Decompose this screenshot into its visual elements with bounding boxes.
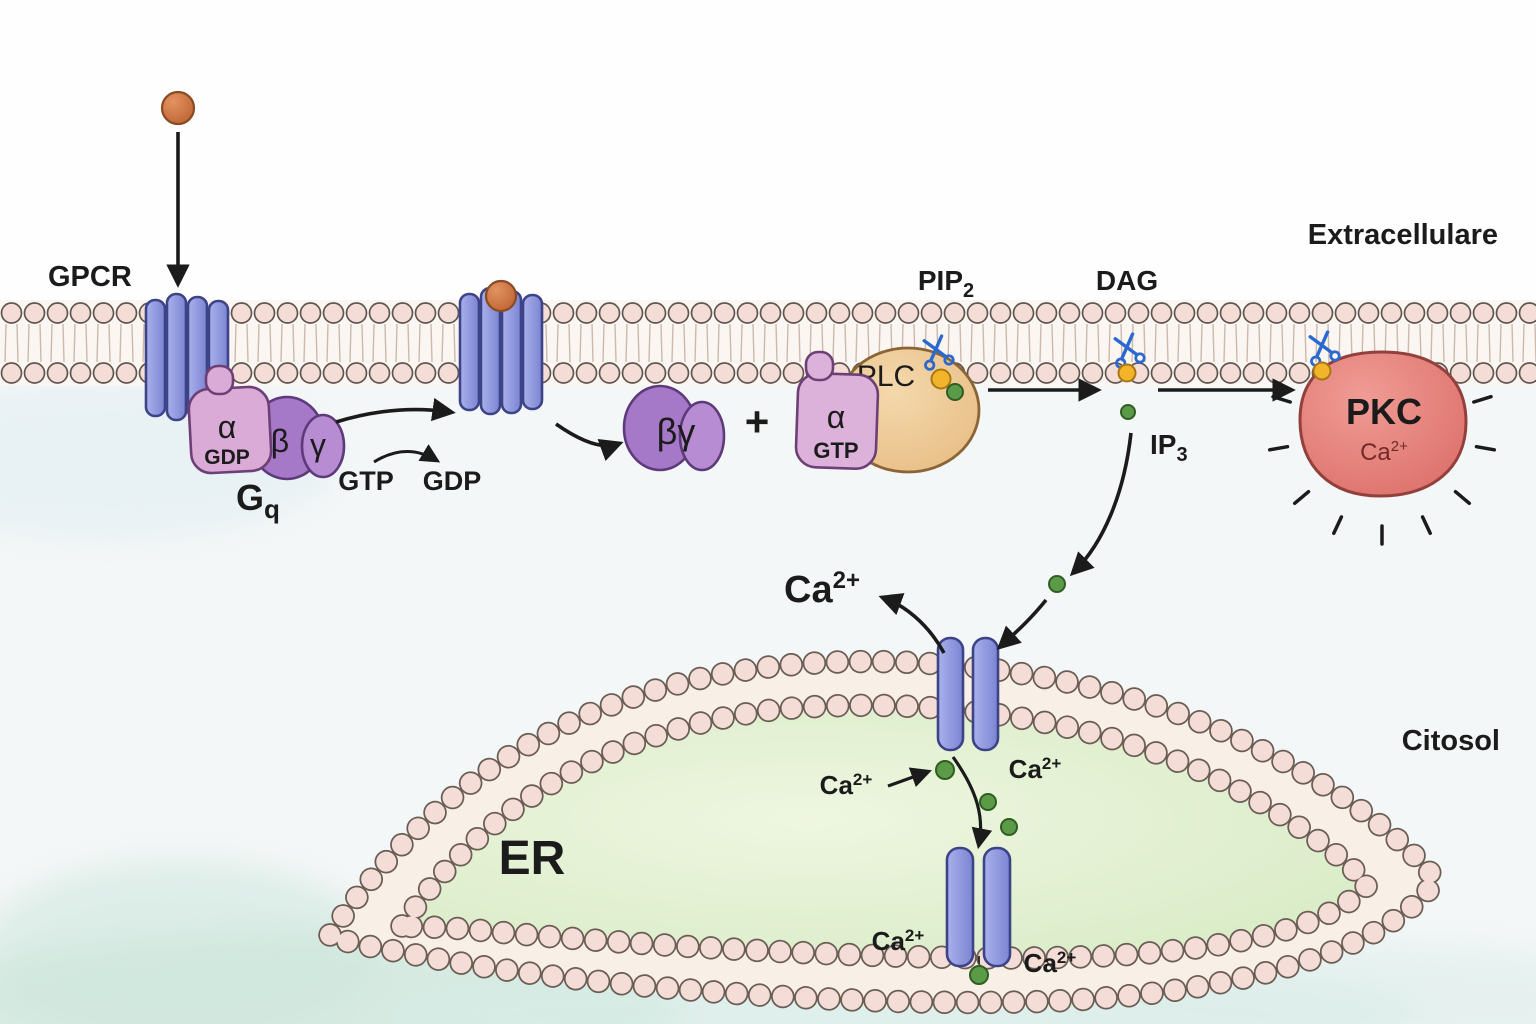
g-beta-letter: β — [271, 423, 289, 459]
er-label: ER — [499, 832, 566, 885]
bottom-calcium-label-left: Ca2+ — [872, 926, 925, 956]
gdp-on-alpha-label: GDP — [204, 446, 250, 469]
ip3-receptor-channel — [936, 636, 1000, 752]
dag-label: DAG — [1096, 265, 1158, 296]
calcium-ion — [1000, 818, 1018, 836]
g-gamma-subunit — [300, 413, 346, 479]
lumen-calcium-label-right: Ca2+ — [1009, 754, 1062, 784]
calcium-ion — [969, 965, 989, 985]
gtp-on-alpha-label: GTP — [813, 438, 858, 463]
er-bottom-channel — [945, 846, 1012, 968]
active-alpha-letter: α — [827, 399, 846, 435]
g-alpha-letter: α — [218, 409, 237, 445]
g-alpha-gtp: α GTP — [794, 350, 880, 470]
lumen-calcium-label-left: Ca2+ — [820, 770, 873, 800]
calcium-ion — [1048, 575, 1066, 593]
plasma-membrane — [0, 300, 1536, 386]
cytosol-label: Citosol — [1402, 725, 1500, 757]
calcium-ion — [935, 760, 955, 780]
nucleotide-exchange-arrow — [373, 444, 441, 464]
gq-protein: α GDP β γ — [187, 364, 346, 481]
gtp-exchange-label: GTP — [338, 466, 394, 496]
calcium-ions — [935, 575, 1066, 985]
pip2-label: PIP2 — [918, 265, 974, 302]
ligand — [160, 90, 196, 126]
released-beta-gamma: βγ — [622, 384, 726, 472]
g-alpha-thumb — [204, 364, 235, 396]
dag-head — [1117, 363, 1137, 383]
pkc-calcium-label: Ca2+ — [1360, 438, 1408, 466]
gpcr-label: GPCR — [48, 261, 132, 293]
ip3-molecule — [1120, 404, 1136, 420]
pkc-anchor-head — [1312, 361, 1332, 381]
gtp-gdp-exchange: GTP GDP — [335, 397, 482, 496]
calcium-release-arrow — [878, 593, 946, 654]
dissociation-arrow — [554, 422, 624, 461]
phosphate-head — [930, 368, 952, 390]
ip3-label: IP3 — [1150, 429, 1188, 466]
gq-label: Gq — [236, 477, 280, 524]
g-gamma-letter: γ — [310, 427, 326, 463]
plus-sign: + — [745, 398, 770, 445]
extracellular-region — [0, 0, 1536, 300]
ip3-descent-arrow — [1069, 432, 1133, 577]
ip3-to-channel-arrow — [996, 598, 1048, 650]
bound-ligand — [484, 279, 518, 313]
extracellular-label: Extracellulare — [1308, 219, 1498, 251]
calcium-ion — [979, 793, 997, 811]
inositol-head — [946, 383, 964, 401]
calcium-into-channel-arrow — [887, 767, 932, 788]
activation-arrow — [335, 397, 456, 424]
released-calcium-label: Ca2+ — [784, 567, 860, 611]
pkc-enzyme: PKC Ca2+ — [1267, 350, 1497, 546]
bottom-calcium-label-right: Ca2+ — [1024, 948, 1077, 978]
gdp-exchange-label: GDP — [423, 466, 482, 496]
beta-gamma-letters: βγ — [657, 411, 696, 452]
pkc-label: PKC — [1346, 391, 1422, 432]
calcium-through-er-arrow — [951, 756, 993, 850]
